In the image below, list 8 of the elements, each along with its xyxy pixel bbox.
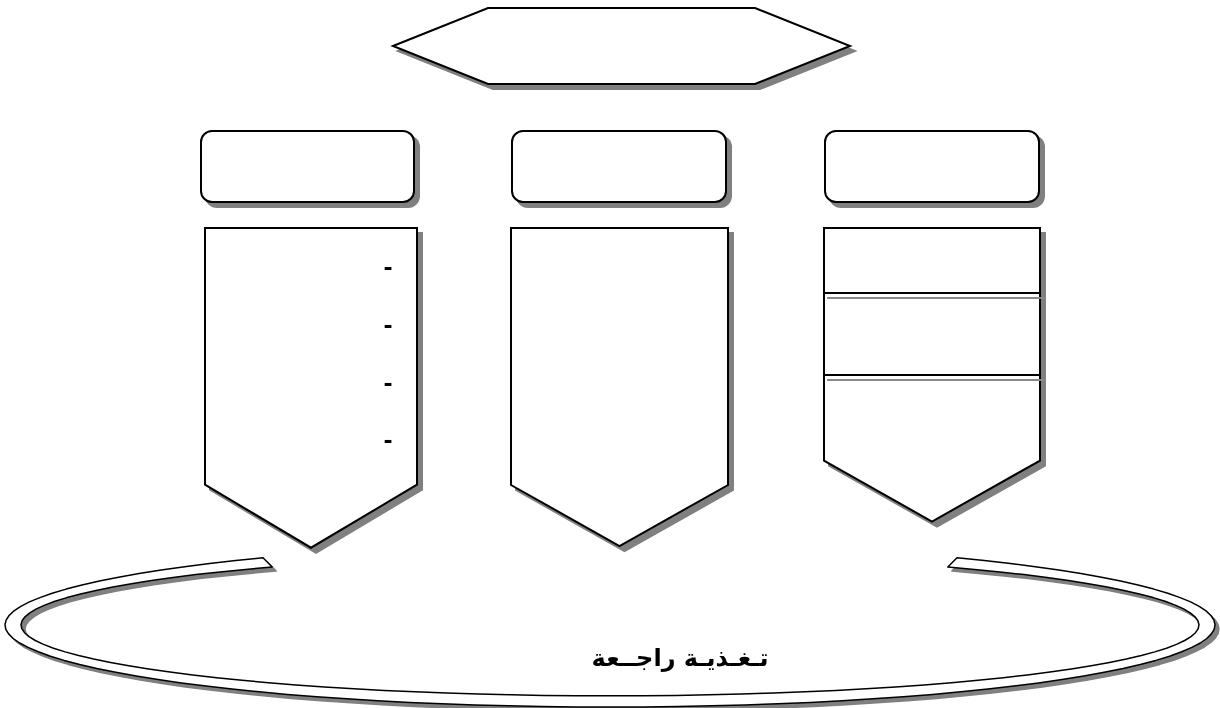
bullet-dash: - (383, 315, 393, 337)
block-arrow (204, 227, 418, 549)
bullet-dash: - (383, 257, 393, 279)
bullet-dash: - (383, 430, 393, 452)
bullet-dash: - (383, 373, 393, 395)
feedback-label: تـغـذيـة راجــعة (591, 646, 769, 670)
block-arrow (510, 227, 729, 548)
block-arrow (823, 227, 1041, 523)
